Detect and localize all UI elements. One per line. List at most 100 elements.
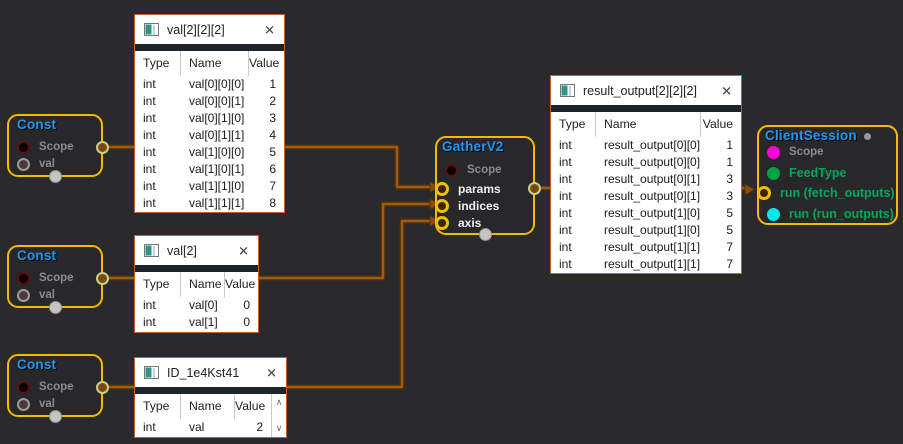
table-cell: int: [143, 128, 156, 142]
params-input-port[interactable]: [435, 182, 449, 196]
collapse-handle[interactable]: [48, 301, 62, 314]
column-header[interactable]: Type: [135, 272, 181, 297]
close-icon[interactable]: ✕: [266, 365, 277, 380]
collapse-handle[interactable]: [48, 410, 62, 423]
column-header[interactable]: Value: [235, 399, 266, 413]
run-outputs-port[interactable]: [767, 207, 780, 221]
port-label: Scope: [39, 381, 74, 393]
port-label: axis: [458, 216, 482, 230]
indices-input-port[interactable]: [435, 199, 449, 213]
node-const-3[interactable]: Const Scope val: [7, 354, 109, 423]
scroll-down-icon[interactable]: ∨: [275, 423, 283, 433]
scope-port[interactable]: [17, 271, 30, 285]
close-icon[interactable]: ✕: [264, 22, 275, 37]
node-title: ClientSession: [765, 128, 871, 143]
collapse-handle[interactable]: [478, 228, 492, 241]
column-header[interactable]: Value: [702, 117, 733, 131]
column-header[interactable]: Value: [249, 56, 280, 70]
collapse-handle[interactable]: [48, 170, 62, 183]
table-cell: int: [559, 223, 572, 237]
port-label: run (run_outputs): [789, 207, 894, 221]
scroll-up-icon[interactable]: ∧: [275, 397, 283, 407]
port-label: Scope: [789, 146, 824, 158]
table-cell: 1: [269, 77, 276, 91]
table-scrollbar[interactable]: ∧ ∨: [271, 394, 286, 437]
node-const-1[interactable]: Const Scope val: [7, 114, 109, 183]
val-port[interactable]: [17, 397, 30, 411]
table-cell: 6: [269, 162, 276, 176]
table-cell: 7: [726, 257, 733, 271]
node-title-text: ClientSession: [765, 128, 857, 143]
titlebar[interactable]: val[2] ✕: [135, 236, 258, 265]
output-port[interactable]: [96, 141, 109, 154]
close-icon[interactable]: ✕: [721, 83, 732, 98]
column-header[interactable]: Name: [181, 394, 235, 419]
column-header[interactable]: Type: [135, 394, 181, 419]
column-header[interactable]: Type: [551, 112, 596, 137]
scope-port[interactable]: [445, 163, 458, 177]
table-cell: val: [189, 420, 205, 434]
titlebar[interactable]: val[2][2][2] ✕: [135, 15, 284, 44]
table-icon: [144, 23, 159, 36]
scope-port[interactable]: [17, 140, 30, 154]
titlebar-separator: [135, 265, 258, 272]
table-title: ID_1e4Kst41: [167, 365, 240, 380]
output-port[interactable]: [96, 381, 109, 394]
fetch-outputs-input-port[interactable]: [757, 186, 771, 200]
node-const-2[interactable]: Const Scope val: [7, 245, 109, 314]
column-header[interactable]: Name: [596, 112, 701, 137]
column-header[interactable]: Type: [135, 51, 181, 76]
column-header[interactable]: Name: [181, 51, 249, 76]
axis-input-port[interactable]: [435, 216, 449, 230]
scope-port[interactable]: [17, 380, 30, 394]
column-header[interactable]: Value: [225, 277, 256, 291]
column-header[interactable]: Name: [181, 272, 225, 297]
table-title: val[2][2][2]: [167, 22, 225, 37]
output-port[interactable]: [528, 182, 541, 195]
titlebar[interactable]: result_output[2][2][2] ✕: [551, 76, 741, 105]
port-label: val: [39, 158, 55, 170]
feedtype-port[interactable]: [767, 166, 780, 180]
table-cell: 8: [269, 196, 276, 210]
port-label: FeedType: [789, 166, 847, 180]
close-icon[interactable]: ✕: [238, 243, 249, 258]
node-clientsession[interactable]: ClientSession Scope FeedType run (fetch_…: [757, 125, 898, 225]
val-port[interactable]: [17, 157, 30, 171]
titlebar[interactable]: ID_1e4Kst41 ✕: [135, 358, 286, 387]
port-label: params: [458, 182, 501, 196]
node-gatherv2[interactable]: GatherV2 Scope params indices axis: [435, 136, 541, 241]
val-port[interactable]: [17, 288, 30, 302]
table-cell: result_output[0][1][1]: [604, 189, 701, 203]
scope-port[interactable]: [767, 145, 780, 159]
table-icon: [560, 84, 575, 97]
table-cell: int: [143, 179, 156, 193]
output-port[interactable]: [96, 272, 109, 285]
table-cell: int: [143, 196, 156, 210]
table-cell: int: [143, 162, 156, 176]
